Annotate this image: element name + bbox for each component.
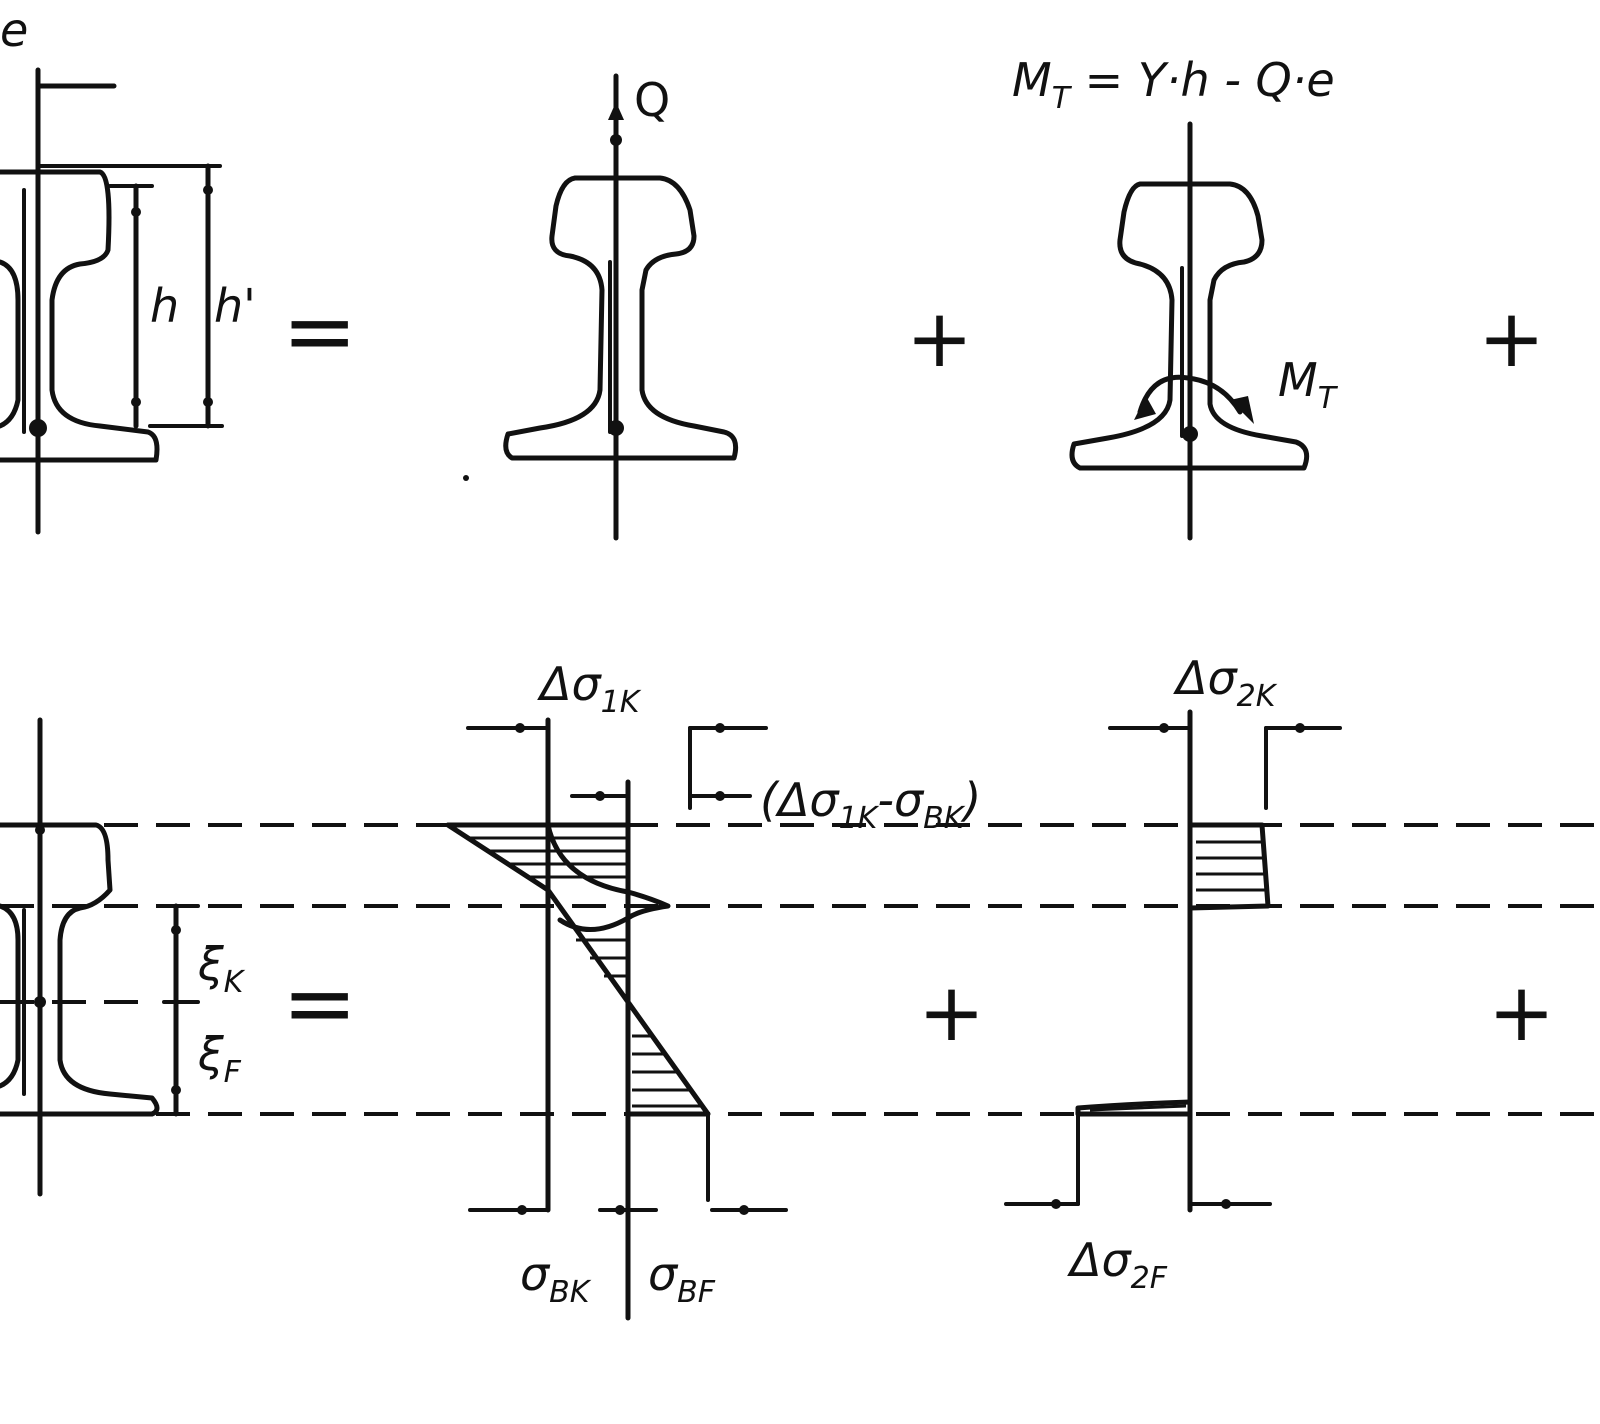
- rail-profile-section: [0, 717, 200, 1197]
- h-label: h: [150, 279, 179, 333]
- diff-pre: (Δσ: [760, 773, 840, 827]
- xi-K-sub: K: [224, 965, 246, 1000]
- h-prime-label: h': [214, 279, 256, 333]
- Q-label: Q: [634, 73, 670, 127]
- xi-F-base: ξ: [197, 1027, 224, 1081]
- sigma-BF-base: σ: [648, 1247, 679, 1301]
- sigma-BK-sub: BK: [549, 1275, 592, 1310]
- delta-sigma-2F-sub: 2F: [1131, 1261, 1168, 1296]
- plus-sign-bottom-2: +: [1488, 966, 1555, 1059]
- rail-profile-loaded: [0, 67, 224, 535]
- stress-diagram-torsion: [1004, 709, 1342, 1213]
- delta-sigma-2K-label: Δσ2K: [1173, 651, 1278, 714]
- plus-sign-top-2: +: [1478, 292, 1545, 385]
- diff-sub2: BK: [923, 801, 966, 836]
- delta-sigma-2K-sub: 2K: [1237, 679, 1278, 714]
- MT-base: M: [1278, 353, 1318, 407]
- xi-K-label: ξK: [197, 937, 246, 1000]
- MT-sub: T: [1318, 381, 1339, 416]
- rail-profile-torsion: [1069, 121, 1310, 541]
- moment-equation: MT = Y·h - Q·e: [1012, 53, 1335, 116]
- sigma-BK-base: σ: [520, 1247, 551, 1301]
- xi-F-label: ξF: [197, 1027, 242, 1090]
- diff-mid: -σ: [877, 773, 925, 827]
- delta-sigma-1K-minus-sigma-BK-label: (Δσ1K-σBK): [760, 773, 981, 836]
- equals-sign-top: =: [282, 279, 357, 384]
- stress-diagram-vertical-load: [445, 717, 788, 1321]
- moment-eq-sub: T: [1052, 81, 1073, 116]
- rail-profile-vertical-load: [503, 73, 739, 541]
- delta-sigma-1K-base: Δσ: [537, 657, 602, 711]
- delta-sigma-2K-base: Δσ: [1173, 651, 1238, 705]
- reference-lines: [0, 823, 1600, 1116]
- stray-dot: [463, 475, 469, 481]
- moment-eq-rest: = Y·h - Q·e: [1070, 53, 1335, 107]
- diff-post: ): [960, 773, 981, 827]
- equals-sign-bottom: =: [282, 951, 357, 1056]
- sigma-BF-label: σBF: [648, 1247, 716, 1310]
- delta-sigma-1K-label: Δσ1K: [537, 657, 642, 720]
- plus-sign-top-1: +: [906, 292, 973, 385]
- MT-label: MT: [1278, 353, 1339, 416]
- xi-F-sub: F: [224, 1055, 242, 1090]
- xi-K-base: ξ: [197, 937, 224, 991]
- delta-sigma-2F-base: Δσ: [1067, 1233, 1132, 1287]
- sigma-BF-sub: BF: [677, 1275, 716, 1310]
- delta-sigma-2F-label: Δσ2F: [1067, 1233, 1168, 1296]
- e-label: e: [0, 3, 28, 57]
- delta-sigma-1K-sub: 1K: [601, 685, 642, 720]
- diff-sub1: 1K: [839, 801, 880, 836]
- plus-sign-bottom-1: +: [918, 966, 985, 1059]
- sigma-BK-label: σBK: [520, 1247, 592, 1310]
- moment-eq-base: M: [1012, 53, 1052, 107]
